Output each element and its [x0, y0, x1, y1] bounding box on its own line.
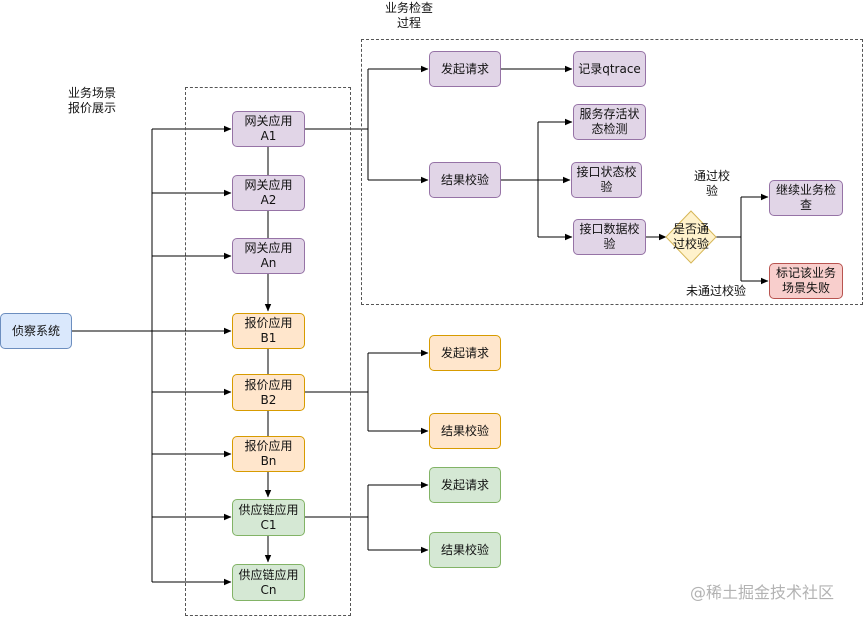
pass-edge-label: 通过校 验: [693, 169, 730, 198]
check-verify-node[interactable]: 结果校验: [429, 162, 501, 198]
continue-check-node[interactable]: 继续业务检 查: [769, 180, 843, 216]
c-request-node[interactable]: 发起请求: [429, 467, 501, 503]
check-data-node[interactable]: 接口数据校 验: [573, 219, 646, 255]
supply-app-cn-node[interactable]: 供应链应用 Cn: [232, 564, 305, 601]
check-record-qtrace-node[interactable]: 记录qtrace: [573, 51, 646, 87]
quote-app-bn-node[interactable]: 报价应用 Bn: [232, 436, 305, 472]
decision-diamond: [665, 210, 717, 264]
gateway-app-an-node[interactable]: 网关应用 An: [232, 238, 305, 274]
supply-app-c1-node[interactable]: 供应链应用 C1: [232, 499, 305, 536]
check-group: [361, 39, 863, 305]
gateway-app-a2-node[interactable]: 网关应用 A2: [232, 175, 305, 211]
b-request-node[interactable]: 发起请求: [429, 335, 501, 371]
watermark-text: @稀土掘金技术社区: [690, 583, 835, 602]
check-request-node[interactable]: 发起请求: [429, 51, 501, 87]
gateway-app-a1-node[interactable]: 网关应用 A1: [232, 111, 305, 147]
recon-system-node[interactable]: 侦察系统: [0, 313, 72, 349]
check-group-title: 业务检查 过程: [384, 1, 433, 30]
display-group: [185, 87, 351, 616]
mark-scene-failed-node[interactable]: 标记该业务 场景失败: [769, 263, 843, 299]
decision-label: 是否通 过校验: [672, 222, 709, 251]
c-verify-node[interactable]: 结果校验: [429, 532, 501, 568]
display-group-title: 业务场景 报价展示: [67, 86, 116, 115]
check-status-node[interactable]: 接口状态校 验: [571, 162, 642, 198]
check-liveness-node[interactable]: 服务存活状 态检测: [573, 104, 646, 140]
quote-app-b2-node[interactable]: 报价应用 B2: [232, 374, 305, 411]
quote-app-b1-node[interactable]: 报价应用 B1: [232, 313, 305, 349]
b-verify-node[interactable]: 结果校验: [429, 413, 501, 449]
fail-edge-label: 未通过校验: [685, 284, 746, 298]
